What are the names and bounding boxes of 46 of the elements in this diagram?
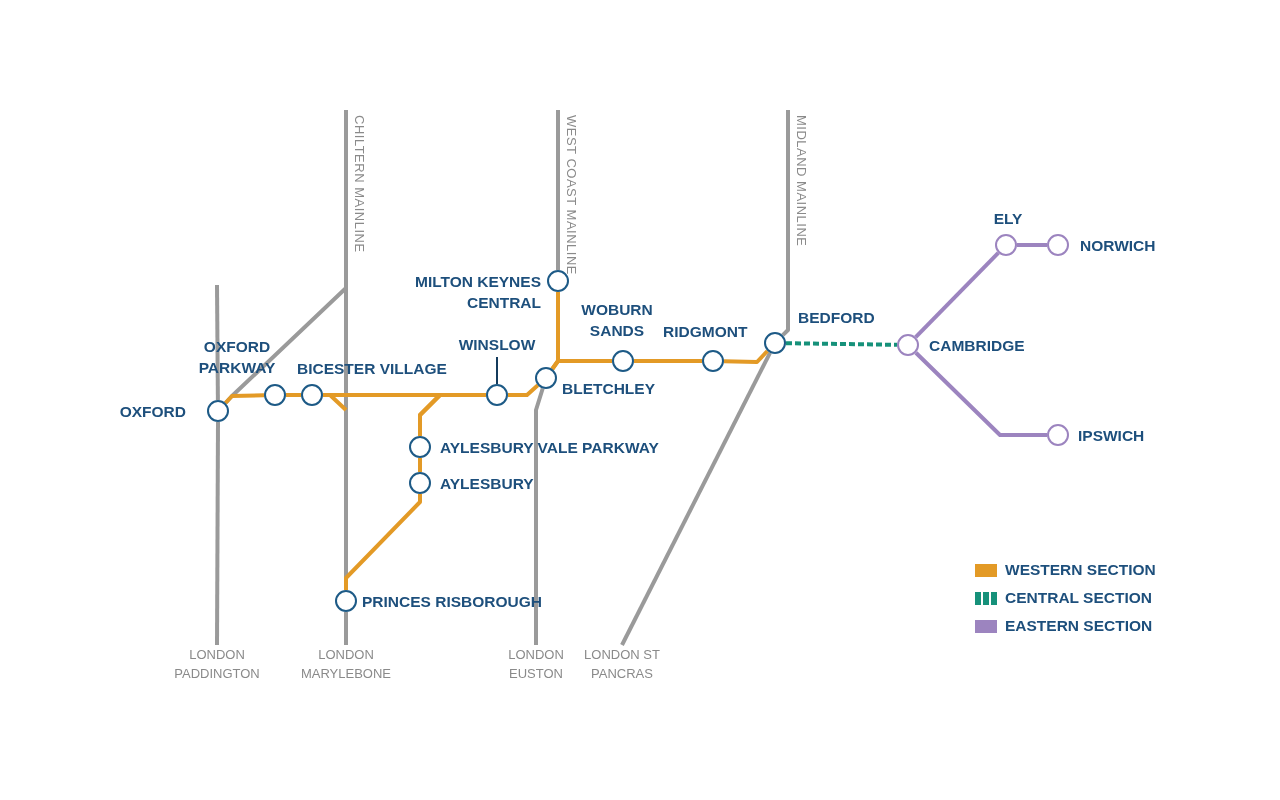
rail-route: [224, 393, 265, 405]
line-name: MIDLAND MAINLINE: [794, 115, 809, 247]
station-name: WOBURN SANDS: [580, 300, 654, 341]
terminus-name: LONDON ST PANCRAS: [583, 646, 661, 683]
station-name: BEDFORD: [798, 307, 875, 328]
station-name: MILTON KEYNES CENTRAL: [413, 272, 541, 313]
station-name: OXFORD: [119, 401, 186, 422]
station-name: NORWICH: [1080, 235, 1156, 256]
rail-route: [914, 351, 1047, 437]
terminus-name: LONDON PADDINGTON: [173, 646, 261, 683]
station-name: RIDGMONT: [663, 321, 748, 342]
rail-route: [785, 341, 898, 347]
mainline-track: [215, 285, 220, 400]
terminus-name: LONDON MARYLEBONE: [299, 646, 393, 683]
rail-route: [914, 251, 1000, 339]
legend-label: EASTERN SECTION: [1005, 617, 1153, 635]
line-name: CHILTERN MAINLINE: [352, 115, 367, 253]
mainline-track: [556, 110, 560, 270]
rail-route: [418, 458, 422, 472]
terminus-name: LONDON EUSTON: [507, 646, 565, 683]
mainline-track: [215, 422, 220, 645]
rail-route: [508, 383, 540, 397]
mainline-track: [534, 387, 545, 645]
station-name: PRINCES RISBOROUGH: [362, 591, 542, 612]
mainline-track: [620, 351, 772, 646]
station-name: WINSLOW: [458, 334, 536, 355]
station-name: CAMBRIDGE: [929, 335, 1025, 356]
rail-route: [723, 349, 769, 364]
station-name: AYLESBURY VALE PARKWAY: [440, 437, 659, 458]
legend-label: WESTERN SECTION: [1005, 561, 1156, 579]
rail-route: [286, 393, 301, 397]
rail-route: [344, 494, 422, 590]
station-name: IPSWICH: [1078, 425, 1145, 446]
station-name: OXFORD PARKWAY: [197, 337, 277, 378]
rail-route: [634, 359, 702, 363]
mainline-track: [781, 110, 790, 337]
station-name: BICESTER VILLAGE: [297, 358, 447, 379]
legend-label: CENTRAL SECTION: [1005, 589, 1152, 607]
mainline-track: [344, 612, 348, 645]
station-name: ELY: [993, 208, 1023, 229]
station-name: AYLESBURY: [440, 473, 534, 494]
rail-route: [550, 359, 612, 371]
rail-route: [1017, 243, 1047, 247]
rail-route: [418, 393, 486, 436]
station-name: BLETCHLEY: [562, 378, 655, 399]
line-name: WEST COAST MAINLINE: [564, 115, 579, 275]
